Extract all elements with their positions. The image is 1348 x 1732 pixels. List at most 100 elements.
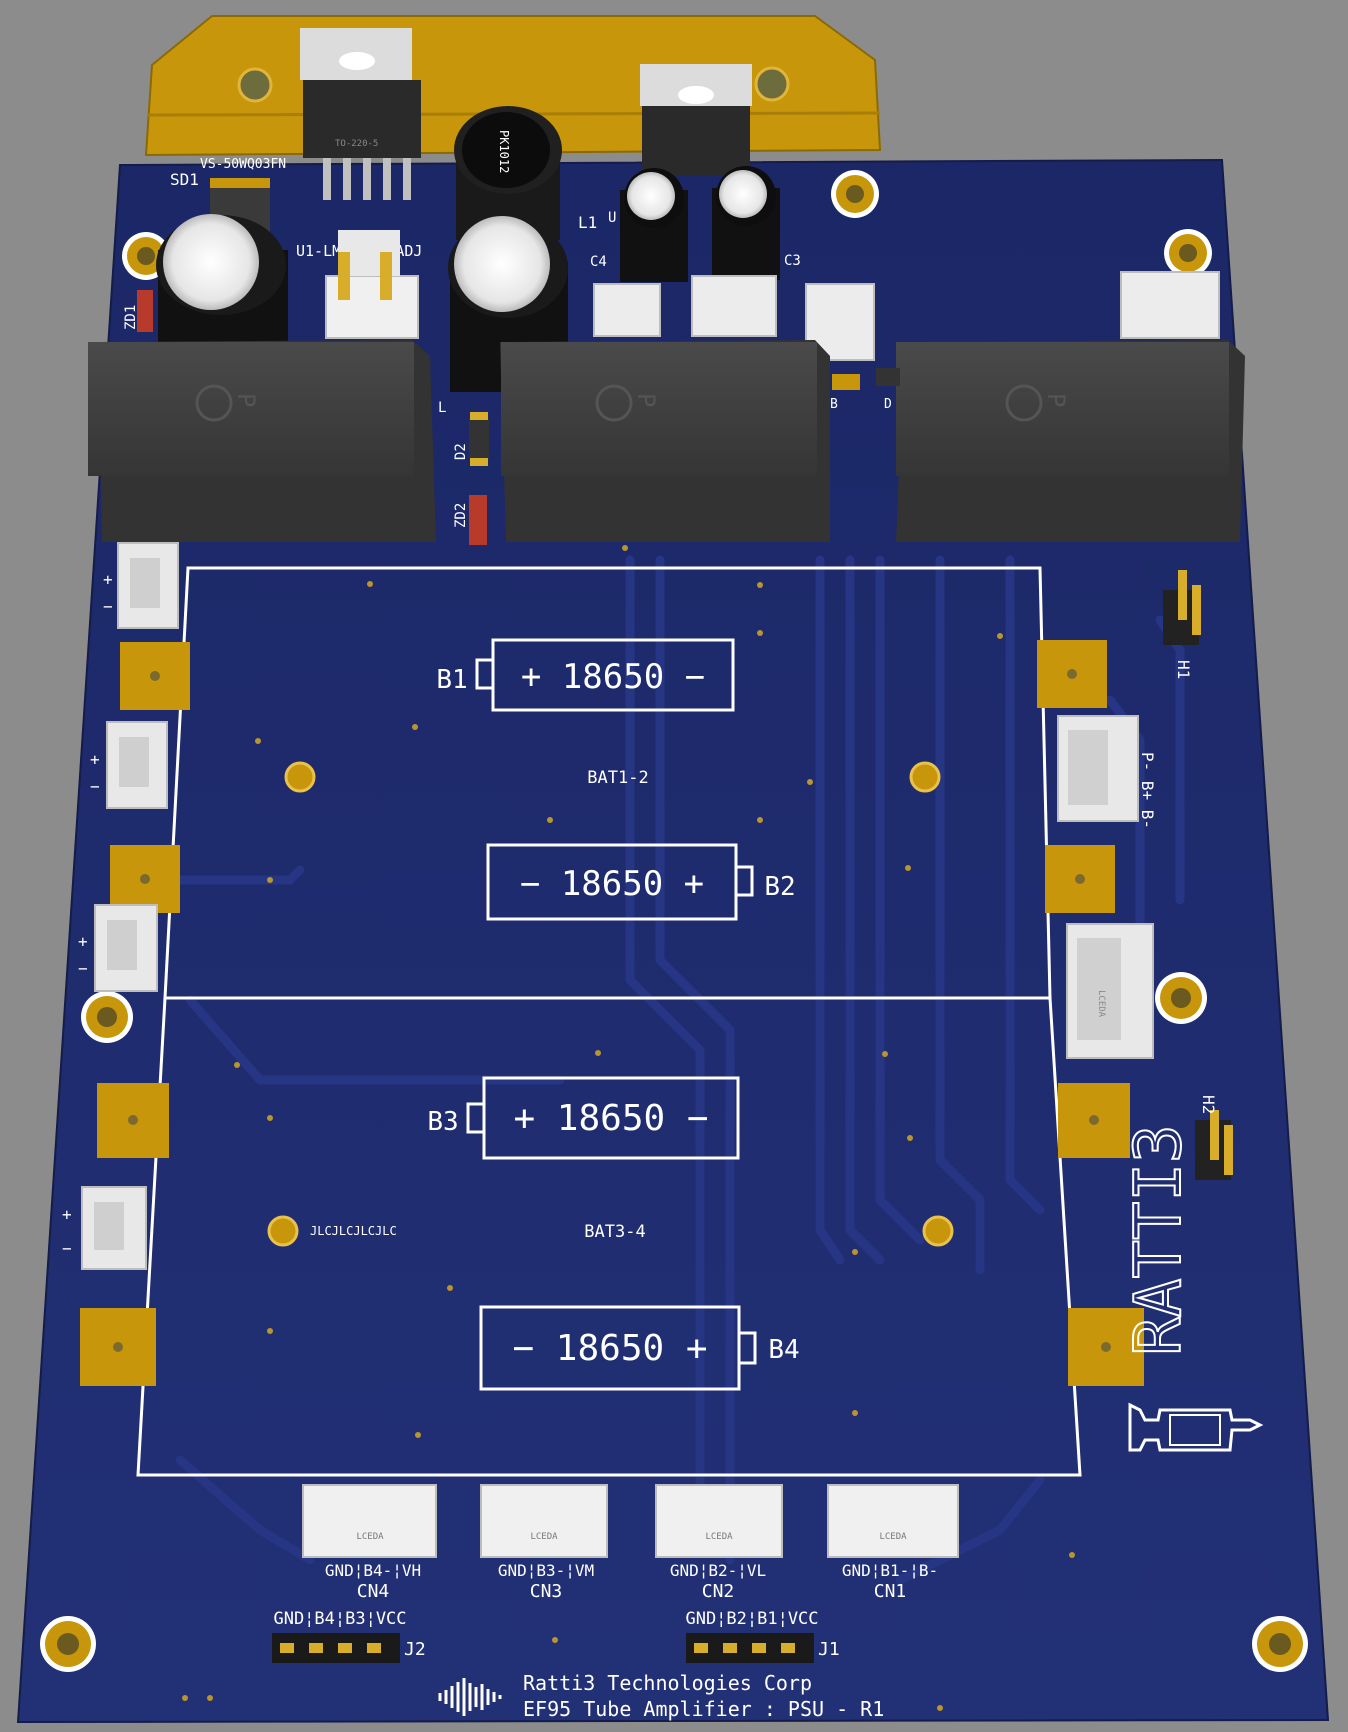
svg-text:+: + [103, 570, 113, 589]
svg-text:P: P [1042, 393, 1070, 407]
relay-center: P [500, 340, 830, 542]
svg-text:GND¦B4¦B3¦VCC: GND¦B4¦B3¦VCC [273, 1609, 406, 1629]
soundwave-icon [438, 1678, 502, 1716]
battery-b4: − 18650 + B4 [479, 1305, 800, 1391]
svg-text:GND¦B2¦B1¦VCC: GND¦B2¦B1¦VCC [685, 1609, 818, 1629]
connector-top-white [325, 230, 419, 339]
svg-text:P- B+ B-: P- B+ B- [1138, 752, 1157, 829]
svg-text:LCEDA: LCEDA [879, 1532, 907, 1542]
svg-text:C4: C4 [590, 254, 607, 270]
connector-cn3: LCEDA GND¦B3-¦VM CN3 [480, 1484, 608, 1602]
battery-b3: + 18650 − B3 [427, 1076, 740, 1160]
svg-text:H2: H2 [1199, 1095, 1218, 1114]
connector-cn2: LCEDA GND¦B2-¦VL CN2 [655, 1484, 783, 1602]
svg-text:SD1: SD1 [170, 170, 199, 189]
pin-header-j1: GND¦B2¦B1¦VCC J1 [685, 1609, 840, 1663]
svg-text:CN3: CN3 [530, 1581, 563, 1602]
svg-text:P: P [632, 393, 660, 407]
svg-text:CN1: CN1 [874, 1581, 907, 1602]
pcb-board [16, 158, 1330, 1724]
smd-part [876, 368, 900, 386]
svg-text:LCEDA: LCEDA [1096, 990, 1106, 1018]
bottom-connectors: LCEDA GND¦B4-¦VH CN4 LCEDA GND¦B3-¦VM CN… [302, 1484, 959, 1602]
svg-text:−: − [62, 1239, 72, 1258]
battery-b2-ref: B2 [764, 872, 795, 902]
svg-text:−: − [103, 597, 113, 616]
footer-project: EF95 Tube Amplifier : PSU - R1 [523, 1697, 884, 1721]
battery-b1: + 18650 − B1 [436, 638, 735, 712]
zener-zd1: ZD1 [123, 290, 153, 332]
capacitor-large-left [156, 214, 288, 355]
side-connector-bat3: + − [78, 904, 158, 992]
relay-left: P [88, 340, 436, 542]
svg-text:CN4: CN4 [357, 1581, 390, 1602]
svg-text:J2: J2 [404, 1639, 426, 1660]
svg-text:LCEDA: LCEDA [530, 1532, 558, 1542]
copper-traces [165, 555, 1185, 1585]
battery-b4-label: − 18650 + [512, 1328, 707, 1369]
side-connector-bat1: + − [103, 542, 179, 629]
capacitor-c3: C3 [712, 166, 801, 280]
svg-text:D2: D2 [453, 443, 469, 460]
svg-text:H1: H1 [1174, 660, 1193, 679]
connector-cn1: LCEDA GND¦B1-¦B- CN1 [827, 1484, 959, 1602]
holder-bat3-4-label: BAT3-4 [584, 1222, 645, 1242]
smd-part [832, 374, 860, 390]
connector-cn4: LCEDA GND¦B4-¦VH CN4 [302, 1484, 437, 1602]
battery-b3-label: + 18650 − [513, 1098, 708, 1139]
svg-text:C3: C3 [784, 253, 801, 269]
side-connector-bat4: + − [62, 1186, 147, 1270]
svg-text:ZD2: ZD2 [453, 503, 469, 528]
svg-text:J1: J1 [818, 1639, 840, 1660]
svg-text:P: P [232, 393, 260, 407]
capacitor-c4: C4 [590, 168, 688, 282]
svg-text:GND¦B2-¦VL: GND¦B2-¦VL [670, 1561, 766, 1580]
jlc-order-marker: JLCJLCJLCJLC [310, 1224, 397, 1238]
right-connector-pb: P- B+ B- [1057, 715, 1157, 829]
silk-l-ref: L [438, 400, 446, 416]
svg-text:GND¦B1-¦B-: GND¦B1-¦B- [842, 1561, 938, 1580]
svg-text:CN2: CN2 [702, 1581, 735, 1602]
holder-bat1-2-label: BAT1-2 [587, 768, 648, 788]
right-connector-2: LCEDA [1066, 923, 1154, 1059]
svg-text:−: − [90, 777, 100, 796]
battery-b3-ref: B3 [427, 1107, 458, 1137]
capacitor-large-center [448, 216, 568, 392]
silk-b-ref: B [830, 397, 838, 412]
zener-zd2: ZD2 [453, 495, 487, 545]
svg-text:GND¦B4-¦VH: GND¦B4-¦VH [325, 1561, 421, 1580]
side-connector-bat2: + − [90, 721, 168, 809]
svg-text:L1: L1 [578, 213, 597, 232]
svg-text:ZD1: ZD1 [123, 305, 139, 330]
relay-right: P [896, 340, 1245, 542]
header-h2: H2 [1195, 1095, 1233, 1180]
svg-text:+: + [62, 1205, 72, 1224]
header-h1: H1 [1163, 570, 1201, 679]
svg-text:LCEDA: LCEDA [356, 1532, 384, 1542]
diode-d2: D2 [453, 412, 489, 466]
footer-company: Ratti3 Technologies Corp [523, 1671, 812, 1695]
battery-b4-ref: B4 [768, 1335, 799, 1365]
svg-text:LCEDA: LCEDA [705, 1532, 733, 1542]
mount-hole [237, 67, 273, 103]
vias [182, 545, 1075, 1711]
holder-pads [80, 640, 1144, 1386]
pin-header-j2: GND¦B4¦B3¦VCC J2 [272, 1609, 426, 1663]
svg-text:U: U [608, 210, 616, 226]
svg-text:GND¦B3-¦VM: GND¦B3-¦VM [498, 1561, 594, 1580]
battery-b1-label: + 18650 − [521, 657, 705, 697]
silk-d-ref: D [884, 397, 892, 412]
svg-text:+: + [90, 750, 100, 769]
inductor-l1: PK1012 L1 [454, 106, 597, 240]
svg-text:PK1012: PK1012 [497, 130, 511, 173]
regulator-u2: U [608, 64, 752, 226]
regulator-u1: TO-220-5 U1-LM2596T-ADJ [296, 28, 422, 260]
battery-b2: − 18650 + B2 [486, 843, 796, 921]
ratti3-logo: RATTI3 [1121, 1123, 1264, 1452]
mounting-holes [40, 170, 1308, 1672]
svg-text:TO-220-5: TO-220-5 [335, 139, 378, 149]
svg-text:+: + [78, 932, 88, 951]
battery-b2-label: − 18650 + [520, 864, 704, 904]
battery-b1-ref: B1 [436, 665, 467, 695]
